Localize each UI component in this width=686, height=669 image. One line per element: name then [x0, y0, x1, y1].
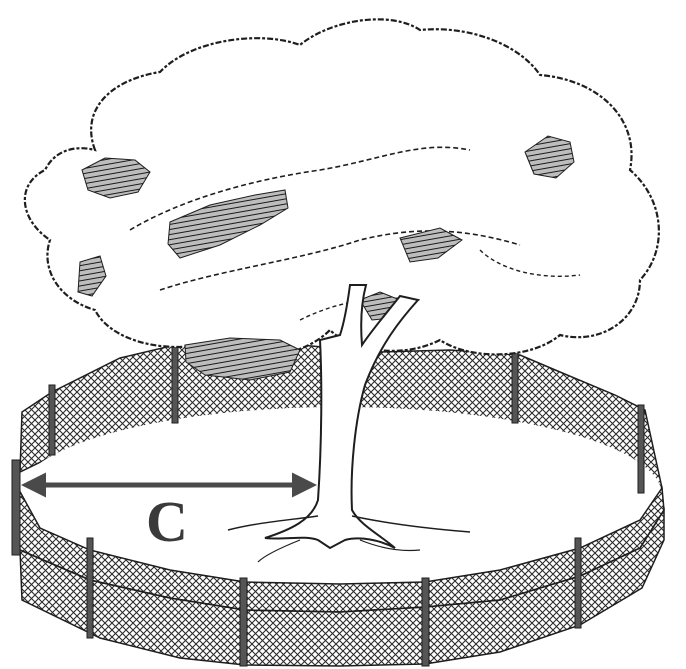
fence-post	[422, 578, 429, 666]
fence-post	[49, 385, 55, 455]
radius-label: C	[146, 489, 188, 554]
fence-post	[12, 460, 20, 555]
fence-post	[87, 538, 93, 638]
fence-post	[575, 538, 581, 628]
fence-post	[638, 405, 644, 493]
fence-post	[240, 578, 247, 666]
fence-post	[172, 338, 178, 423]
